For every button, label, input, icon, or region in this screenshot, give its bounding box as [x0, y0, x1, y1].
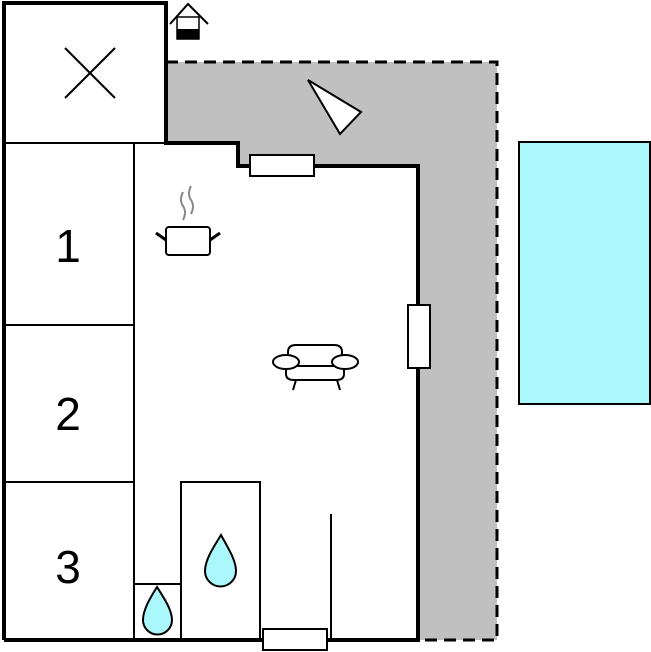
closed-off-room-x-icon — [64, 47, 116, 99]
terrace-dashed-border — [166, 60, 499, 642]
room-3-label: 3 — [55, 541, 81, 593]
water-drop-icon — [141, 585, 174, 636]
room-2-label: 2 — [55, 388, 81, 440]
outer-walls — [2, 1, 420, 642]
window-top — [249, 154, 315, 177]
compass-triangle-icon — [307, 79, 363, 136]
house-entrance-icon — [169, 2, 209, 40]
room-1-label: 1 — [55, 220, 81, 272]
armchair-icon — [272, 344, 359, 391]
pool — [518, 141, 651, 405]
cooking-pot-icon — [155, 185, 221, 256]
window-bottom — [262, 628, 328, 651]
water-drop-icon — [203, 532, 238, 588]
window-right — [407, 304, 431, 369]
inner-walls — [4, 142, 332, 641]
